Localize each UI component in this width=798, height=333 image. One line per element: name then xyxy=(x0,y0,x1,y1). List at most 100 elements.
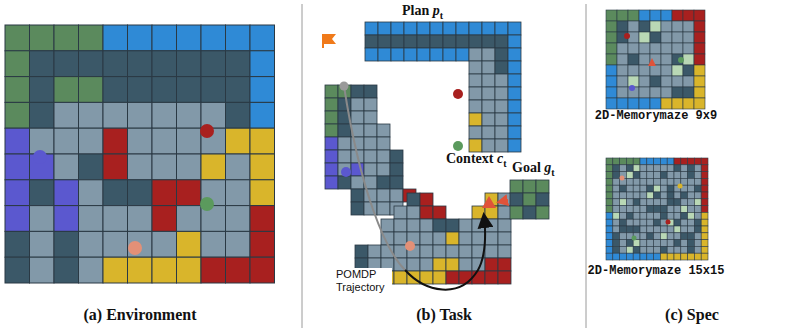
maze-cell xyxy=(365,48,378,61)
maze-cell xyxy=(177,77,202,103)
label-text: p xyxy=(433,3,440,18)
maze-cell xyxy=(639,98,650,109)
maze-cell xyxy=(654,240,661,247)
maze-cell xyxy=(681,226,688,233)
maze-cell xyxy=(701,199,708,206)
agent-triangle xyxy=(648,58,656,66)
maze-cell xyxy=(660,199,667,206)
label: (a) Environment xyxy=(83,306,196,324)
maze-cell xyxy=(672,54,683,65)
maze-cell xyxy=(613,199,620,206)
maze-cell xyxy=(688,158,695,165)
maze-cell xyxy=(681,172,688,179)
maze-cell xyxy=(5,25,30,51)
maze-cell xyxy=(5,128,30,154)
maze-cell xyxy=(407,219,420,232)
maze-cell xyxy=(661,54,672,65)
maze-cell xyxy=(628,32,639,43)
maze-cell xyxy=(681,206,688,213)
maze-cell xyxy=(694,76,705,87)
maze-cell xyxy=(667,199,674,206)
label: (c) Spec xyxy=(665,306,719,324)
maze-cell xyxy=(152,206,177,232)
maze-cell xyxy=(152,102,177,128)
maze-cell xyxy=(54,77,79,103)
maze-cell xyxy=(5,51,30,77)
maze-cell xyxy=(628,21,639,32)
maze-cell xyxy=(626,199,633,206)
maze-cell xyxy=(407,206,420,219)
maze-cell xyxy=(495,22,508,35)
maze-cell xyxy=(688,212,695,219)
maze-cell xyxy=(674,226,681,233)
maze-cell xyxy=(672,76,683,87)
maze-cell xyxy=(325,98,338,111)
maze-cell xyxy=(660,165,667,172)
maze-cell xyxy=(640,178,647,185)
maze-cell xyxy=(647,185,654,192)
maze-cell xyxy=(620,165,627,172)
maze-cell xyxy=(226,51,251,77)
maze-cell xyxy=(694,185,701,192)
maze-cell xyxy=(433,219,446,232)
maze-cell xyxy=(661,10,672,21)
maze-cell xyxy=(654,253,661,260)
label: 2D-Memorymaze 9x9 xyxy=(595,109,717,123)
maze-cell xyxy=(639,21,650,32)
maze-cell xyxy=(325,176,338,189)
maze-cell xyxy=(469,48,482,61)
maze-cell xyxy=(674,206,681,213)
maze-cell xyxy=(633,178,640,185)
maze-cell xyxy=(613,253,620,260)
maze-cell xyxy=(79,257,104,283)
maze-cell xyxy=(674,192,681,199)
maze-cell xyxy=(30,206,55,232)
maze-cell xyxy=(640,233,647,240)
maze-cell xyxy=(472,219,485,232)
maze-cell xyxy=(650,87,661,98)
maze-cell xyxy=(482,35,495,48)
maze-cell xyxy=(667,233,674,240)
maze-cell xyxy=(617,65,628,76)
maze-cell xyxy=(667,185,674,192)
maze-cell xyxy=(654,226,661,233)
maze-cell xyxy=(250,128,275,154)
maze-cell xyxy=(617,43,628,54)
maze-cell xyxy=(485,271,498,284)
maze-cell xyxy=(338,150,351,163)
maze-cell xyxy=(394,245,407,258)
maze-cell xyxy=(226,180,251,206)
maze-cell xyxy=(639,76,650,87)
maze-cell xyxy=(177,206,202,232)
maze-cell xyxy=(377,189,390,202)
maze-cell xyxy=(660,212,667,219)
maze-cell xyxy=(613,233,620,240)
maze-cell xyxy=(430,22,443,35)
maze-cell xyxy=(201,25,226,51)
label-text: POMDP Trajectory xyxy=(336,268,385,293)
maze-cell xyxy=(469,74,482,87)
maze-cell xyxy=(694,32,705,43)
maze-cell xyxy=(633,199,640,206)
object-dot xyxy=(200,197,214,211)
maze-cell xyxy=(620,185,627,192)
maze-cell xyxy=(647,192,654,199)
maze-cell xyxy=(433,258,446,271)
maze-cell xyxy=(536,193,549,206)
maze-cell xyxy=(628,98,639,109)
maze-cell xyxy=(617,10,628,21)
maze-cell xyxy=(701,206,708,213)
maze-cell xyxy=(633,192,640,199)
maze-cell xyxy=(469,22,482,35)
maze-cell xyxy=(459,219,472,232)
maze-cell xyxy=(626,206,633,213)
maze-cell xyxy=(79,51,104,77)
maze-cell xyxy=(201,154,226,180)
maze-cell xyxy=(617,54,628,65)
label: Context ct xyxy=(446,151,507,167)
maze-cell xyxy=(498,219,511,232)
maze-cell xyxy=(338,176,351,189)
maze-cell xyxy=(688,185,695,192)
maze-cell xyxy=(355,245,368,258)
label-text: t xyxy=(440,10,443,21)
